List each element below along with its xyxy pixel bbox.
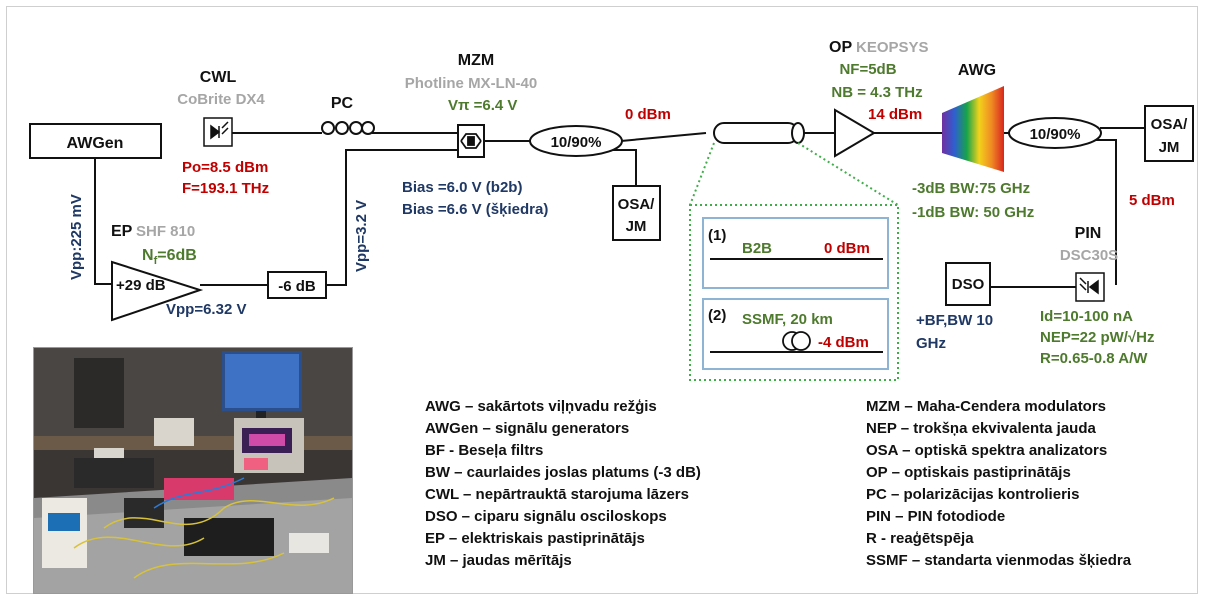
inset-pointer-lines — [689, 142, 899, 381]
legend-item: AWGen – signālu generators — [425, 420, 630, 437]
pin-responsivity: R=0.65-0.8 A/W — [1040, 350, 1148, 367]
modulator-arms-symbol — [460, 133, 482, 149]
ep-model: SHF 810 — [136, 223, 195, 240]
legend-item: AWG – sakārtots viļņvadu režģis — [425, 398, 657, 415]
fiber-spool-icon — [782, 331, 811, 351]
coupler-1 — [529, 125, 623, 157]
coupler-2-label: 10/90% — [1030, 126, 1081, 143]
legend-item: R - reaģētspēja — [866, 530, 974, 547]
dso-filter-line1: +BF,BW 10 — [916, 312, 993, 329]
legend-item: MZM – Maha-Cendera modulators — [866, 398, 1107, 415]
dso-label: DSO — [952, 276, 985, 293]
cwl-model: CoBrite DX4 — [177, 91, 265, 108]
mzm-model: Photline MX-LN-40 — [405, 75, 538, 92]
awgen-label: AWGen — [67, 135, 124, 152]
legend-item: DSO – ciparu signālu osciloskops — [425, 508, 667, 525]
legend-item: PC – polarizācijas kontrolieris — [866, 486, 1080, 503]
pin-nep: NEP=22 pW/√Hz — [1040, 329, 1155, 346]
ep-noise-figure: Nf=6dB — [142, 247, 197, 267]
op-model: KEOPSYS — [856, 39, 929, 56]
connection-lines — [94, 127, 1144, 288]
legend-item: PIN – PIN fotodiode — [866, 508, 1006, 525]
osa-jm-1-line1: OSA/ — [618, 196, 656, 213]
photodiode-symbol — [1079, 277, 1099, 295]
polarization-controller-icon — [321, 121, 375, 135]
awg-prism-icon — [942, 86, 1004, 172]
inset-ssmf-number: (2) — [708, 307, 726, 324]
coupler-1-label: 10/90% — [551, 134, 602, 151]
awg-bw-3db: -3dB BW:75 GHz — [912, 180, 1030, 197]
legend-left: AWG – sakārtots viļņvadu režģis AWGen – … — [425, 396, 701, 572]
power-5dbm: 5 dBm — [1129, 192, 1175, 209]
osa-jm-2-line1: OSA/ — [1151, 116, 1189, 133]
pc-title: PC — [331, 95, 354, 112]
legend-item: NEP – trokšņa ekvivalenta jauda — [866, 420, 1096, 437]
pin-title: PIN — [1075, 225, 1102, 242]
fiber-coupler1-spool — [620, 132, 707, 142]
mzm-bias-b2b: Bias =6.0 V (b2b) — [402, 179, 522, 196]
ep-nf-val: =6dB — [157, 247, 197, 264]
mzm-vpi: Vπ =6.4 V — [448, 97, 517, 114]
power-0dbm: 0 dBm — [625, 106, 671, 123]
ep-nf-main: N — [142, 247, 154, 264]
awgen-box — [29, 123, 162, 159]
osa-jm-1-line2: JM — [626, 218, 647, 235]
diagram-frame — [6, 6, 1198, 594]
cwl-title: CWL — [200, 69, 237, 86]
inset-b2b-panel — [702, 217, 889, 289]
dso-box — [945, 262, 991, 306]
coupler-2 — [1008, 117, 1102, 149]
inset-ssmf-label: SSMF, 20 km — [742, 311, 833, 328]
legend-item: OP – optiskais pastiprinātājs — [866, 464, 1071, 481]
pin-dark-current: Id=10-100 nA — [1040, 308, 1133, 325]
inset-b2b-label: B2B — [742, 240, 772, 257]
fiber-coupler1-osa1 — [612, 149, 637, 186]
pin-model: DSC30S — [1060, 247, 1118, 264]
cwl-frequency: F=193.1 THz — [182, 180, 269, 197]
laser-diode-symbol — [210, 121, 229, 140]
fiber-coupler2-pin — [1096, 139, 1117, 285]
legend-item: BW – caurlaides joslas platums (-3 dB) — [425, 464, 701, 481]
legend-item: SSMF – standarta vienmodas šķiedra — [866, 552, 1132, 569]
osa-jm-2-box — [1144, 105, 1194, 162]
ep-title: EP — [111, 223, 133, 240]
legend-item: CWL – nepārtrauktā starojuma lāzers — [425, 486, 689, 503]
inset-b2b-power: 0 dBm — [824, 240, 870, 257]
mzm-title: MZM — [458, 52, 494, 69]
cwl-power: Po=8.5 dBm — [182, 159, 268, 176]
legend-item: JM – jaudas mērītājs — [425, 552, 572, 569]
ep-amplifier-icon — [111, 260, 204, 322]
osa-jm-1-box — [612, 185, 661, 241]
ep-vpp: Vpp=6.32 V — [166, 301, 246, 318]
attenuator-box — [267, 271, 327, 299]
mzm-bias-fiber: Bias =6.6 V (šķiedra) — [402, 201, 548, 218]
op-title: OP — [829, 39, 852, 56]
optical-amplifier-icon — [834, 108, 876, 158]
op-output-power: 14 dBm — [868, 106, 922, 123]
awg-bw-1db: -1dB BW: 50 GHz — [912, 204, 1034, 221]
fiber-channel-icon — [713, 122, 805, 144]
attenuator-label: -6 dB — [278, 278, 316, 295]
lab-setup-photo — [33, 347, 353, 594]
awgen-vpp: Vpp:225 mV — [68, 194, 85, 280]
inset-ssmf-power: -4 dBm — [818, 334, 869, 351]
op-noise-figure: NF=5dB — [839, 61, 896, 78]
wire-awgen-ep — [94, 158, 112, 285]
dso-filter-line2: GHz — [916, 335, 946, 352]
inset-b2b-number: (1) — [708, 227, 726, 244]
wire-att-mzm — [326, 149, 458, 286]
legend-right: MZM – Maha-Cendera modulators NEP – trok… — [866, 396, 1131, 572]
legend-item: BF - Beseļa filtrs — [425, 442, 544, 459]
ep-nf-sub: f — [154, 255, 158, 267]
attenuator-vpp: Vpp=3.2 V — [353, 200, 370, 272]
awg-title: AWG — [958, 62, 996, 79]
op-bandwidth: NB = 4.3 THz — [831, 84, 922, 101]
osa-jm-2-line2: JM — [1159, 139, 1180, 156]
legend-item: OSA – optiskā spektra analizators — [866, 442, 1108, 459]
ep-gain: +29 dB — [116, 277, 166, 294]
legend-item: EP – elektriskais pastiprinātājs — [425, 530, 645, 547]
